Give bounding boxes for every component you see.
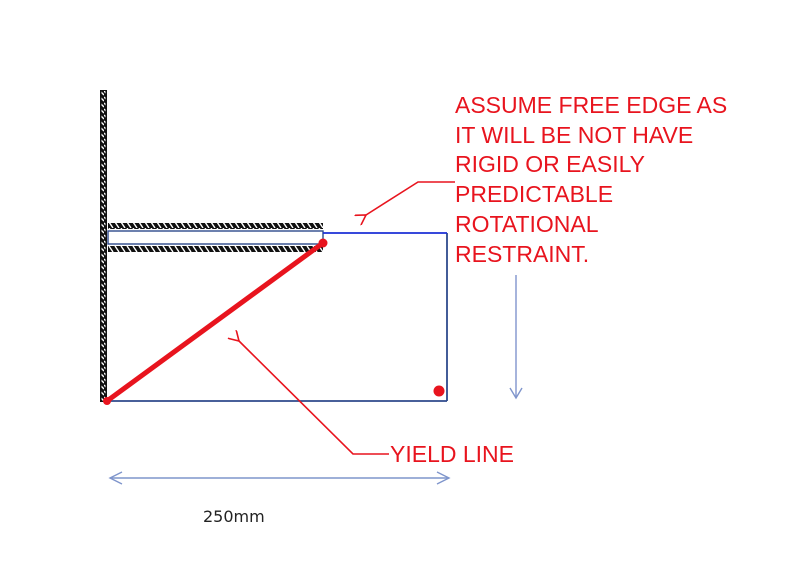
slab-outline (107, 233, 448, 402)
note-line-6: RESTRAINT. (455, 241, 589, 267)
note-line-4: PREDICTABLE (455, 181, 613, 207)
yield-line-end-dot (318, 238, 328, 248)
dimension-arrow (108, 471, 451, 485)
wall-support-hatch (100, 90, 107, 402)
note-line-3: RIGID OR EASILY (455, 151, 645, 177)
corner-point-dot (433, 385, 445, 397)
dimension-label: 250mm (203, 507, 265, 526)
yield-line-arrow (239, 341, 389, 455)
yield-line-label: YIELD LINE (390, 441, 514, 467)
supported-edge-hatch (107, 223, 324, 252)
yield-line-start-dot (103, 397, 111, 405)
free-edge-arrow (366, 181, 455, 215)
note-line-5: ROTATIONAL (455, 211, 599, 237)
note-line-2: IT WILL BE NOT HAVE (455, 122, 693, 148)
free-edge-note: ASSUME FREE EDGE AS IT WILL BE NOT HAVE … (455, 92, 727, 267)
note-line-1: ASSUME FREE EDGE AS (455, 92, 727, 118)
yield-line (104, 240, 326, 404)
vertical-down-arrow (509, 275, 523, 400)
